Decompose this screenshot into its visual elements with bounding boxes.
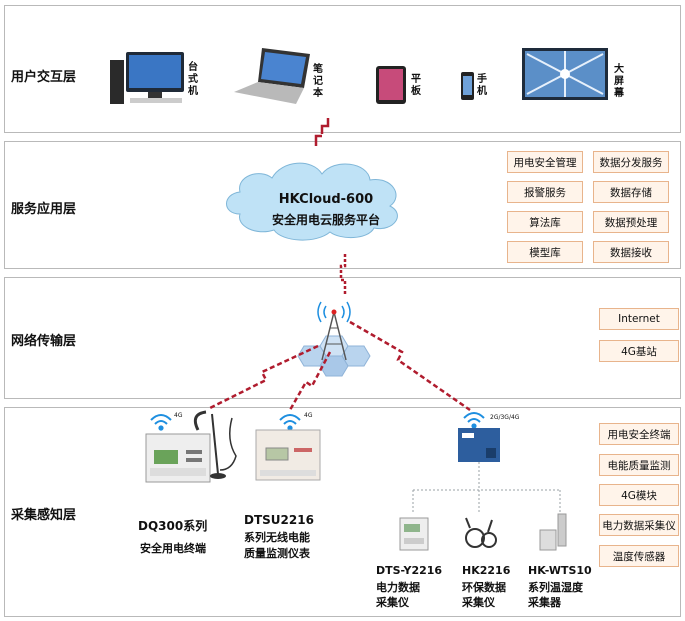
phone-label: 手机: [477, 74, 487, 97]
dts-y2216-desc-line2: 采集仪: [376, 596, 409, 609]
dts-y2216-device-icon: [399, 517, 429, 551]
sensing-tag-safety-terminal: 用电安全终端: [599, 423, 679, 445]
dtsu-device-icon: [255, 429, 321, 481]
user-cloud-link-lower: [314, 134, 322, 146]
cloud-tower-link: [339, 254, 347, 296]
service-tag-data-reception: 数据接收: [593, 241, 669, 263]
desktop-label: 台式机: [188, 62, 198, 97]
laptop-icon: [234, 48, 310, 104]
dts-y2216-name: DTS-Y2216: [376, 564, 443, 577]
wts-name: HK-WTS10: [528, 564, 592, 577]
gateway-signal-label: 2G/3G/4G: [490, 414, 520, 421]
cloud-shape: [226, 162, 398, 241]
dtsu-desc-line2: 质量监测仪表: [244, 547, 310, 560]
wifi-icon-dq300: [150, 414, 172, 431]
cloud-subtitle: 安全用电云服务平台: [271, 213, 380, 227]
dts-y2216-desc-line1: 电力数据: [376, 581, 420, 594]
tower-icon: [297, 301, 371, 377]
big-screen-label: 大屏幕: [614, 64, 624, 99]
service-tag-data-distribution: 数据分发服务: [593, 151, 669, 173]
wts-desc-line1: 系列温湿度: [528, 581, 583, 594]
service-tag-algorithm-library: 算法库: [507, 211, 583, 233]
cloud-title: HKCloud-600: [278, 192, 374, 207]
hk2216-desc-line1: 环保数据: [462, 581, 506, 594]
desktop-icon: [110, 52, 184, 104]
dtsu-signal-label: 4G: [304, 412, 313, 419]
sensing-tag-4g-module: 4G模块: [599, 484, 679, 506]
tower-dq300-link: [209, 344, 319, 410]
laptop-label: 笔记本: [313, 64, 323, 99]
network-tag-4g-base-station: 4G基站: [599, 340, 679, 362]
network-tag-internet: Internet: [599, 308, 679, 330]
big-screen-icon: [522, 48, 608, 100]
service-tag-data-preprocessing: 数据预处理: [593, 211, 669, 233]
phone-icon: [461, 72, 474, 100]
gateway-device-icon: [458, 428, 500, 462]
dq300-signal-label: 4G: [174, 412, 183, 419]
dq300-device-icon: [145, 410, 237, 483]
service-tag-alarm: 报警服务: [507, 181, 583, 203]
hk2216-clamp-icon: [465, 517, 497, 548]
service-tag-safety-management: 用电安全管理: [507, 151, 583, 173]
hk2216-desc-line2: 采集仪: [462, 596, 495, 609]
sensing-layer: 采集感知层: [4, 407, 681, 617]
dq300-name: DQ300系列: [138, 519, 208, 533]
user-cloud-link: [320, 118, 330, 134]
tablet-icon: [376, 66, 406, 104]
hk2216-name: HK2216: [462, 564, 511, 577]
wifi-icon-gateway: [463, 412, 485, 429]
layer-title-service: 服务应用层: [11, 202, 77, 217]
tablet-label: 平板: [411, 74, 421, 97]
sensing-tag-power-quality: 电能质量监测: [599, 454, 679, 476]
service-tag-model-library: 模型库: [507, 241, 583, 263]
layer-title-sensing: 采集感知层: [11, 508, 77, 523]
wifi-icon-dtsu: [279, 414, 301, 431]
wts-sensor-icon: [539, 513, 567, 551]
sensing-tag-temperature-sensor: 温度传感器: [599, 545, 679, 567]
layer-title-user: 用户交互层: [11, 70, 77, 85]
dtsu-name: DTSU2216: [244, 513, 314, 527]
gateway-distribution-lines: [412, 462, 561, 512]
dq300-desc: 安全用电终端: [140, 542, 206, 555]
layer-title-network: 网络传输层: [11, 334, 77, 349]
wts-desc-line2: 采集器: [528, 596, 561, 609]
tower-gateway-link: [349, 320, 471, 412]
sensing-tag-power-data-collector: 电力数据采集仪: [599, 514, 679, 536]
dtsu-desc-line1: 系列无线电能: [244, 531, 310, 544]
service-tag-data-storage: 数据存储: [593, 181, 669, 203]
tower-dtsu-link: [288, 351, 332, 411]
